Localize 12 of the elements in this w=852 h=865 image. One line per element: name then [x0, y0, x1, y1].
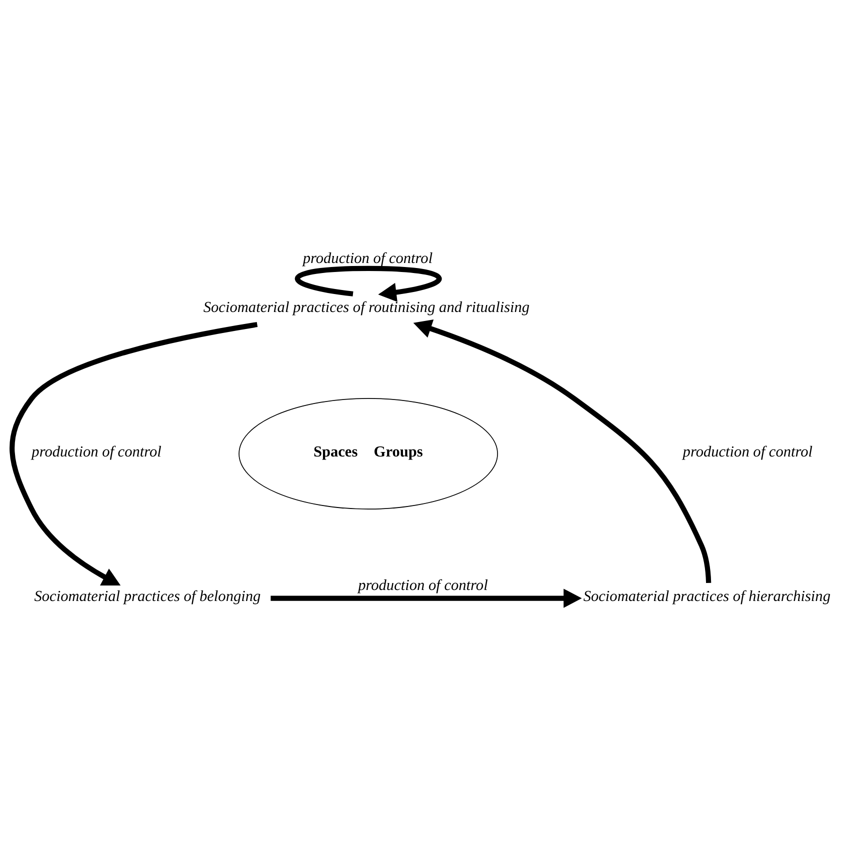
node-text: Sociomaterial practices of routinising and ritualising: [203, 299, 530, 316]
node-ellipse: Spaces Groups: [238, 398, 498, 510]
edge-label: production of control: [32, 444, 162, 461]
arrow: [10, 322, 258, 586]
arrow: [270, 588, 582, 608]
node-text: Sociomaterial practices of belonging: [34, 588, 261, 606]
arrow: [413, 319, 712, 584]
edge-label: production of control: [302, 250, 433, 267]
arrow: [295, 266, 442, 302]
edge-label: production of control: [358, 577, 488, 594]
node-text: Sociomaterial practices of hierarchising: [583, 588, 830, 606]
edge-label: production of control: [682, 444, 813, 461]
